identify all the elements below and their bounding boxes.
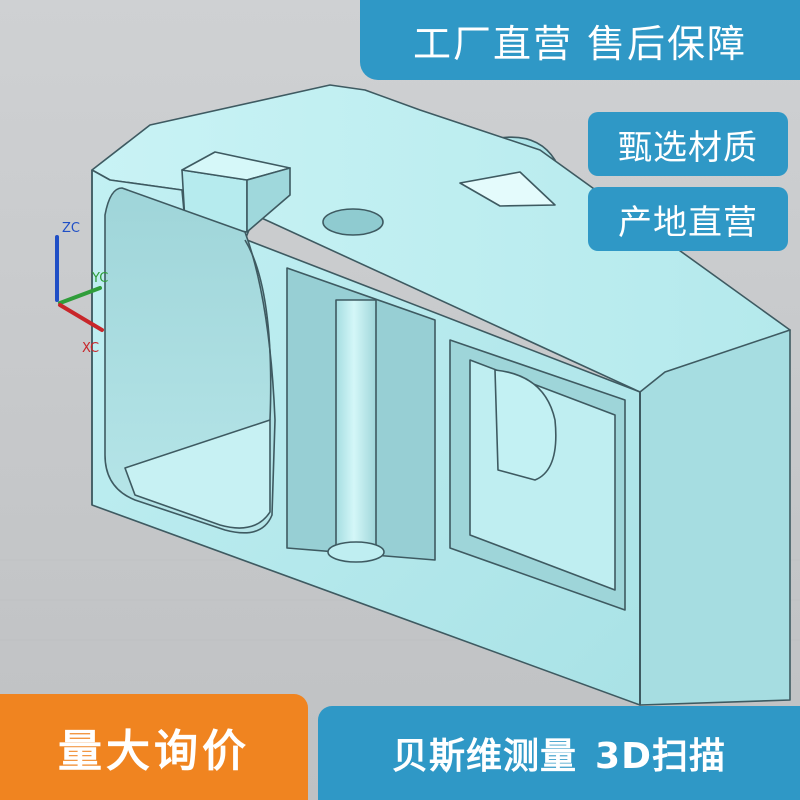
- left-pocket-floor: [124, 419, 271, 529]
- service-banner: 贝斯维测量 3D扫描: [318, 706, 800, 800]
- z-axis-label: ZC: [62, 221, 80, 236]
- cylinder-base: [327, 541, 385, 563]
- window-boss: [494, 369, 557, 481]
- right-face: [639, 329, 791, 706]
- factory-direct-banner: 工厂直营 售后保障: [360, 0, 800, 80]
- left-pocket-arc: [244, 239, 272, 421]
- selected-material-text: 甄选材质: [618, 127, 758, 168]
- cad-part: [91, 84, 791, 706]
- service-text-3d-scan: 3D扫描: [595, 736, 726, 777]
- top-slot: [459, 171, 556, 207]
- origin-direct-text: 产地直营: [618, 202, 758, 243]
- bulk-inquiry-text: 量大询价: [58, 726, 250, 777]
- bulk-inquiry-banner[interactable]: 量大询价: [0, 694, 308, 800]
- top-block-side: [246, 167, 291, 233]
- service-text-brand: 贝斯维测量: [392, 736, 578, 777]
- y-axis-line: [58, 286, 102, 305]
- selected-material-badge: 甄选材质: [588, 112, 788, 176]
- x-axis-line: [58, 303, 104, 332]
- factory-direct-text: 工厂直营 售后保障: [412, 21, 748, 66]
- axis-triad: [55, 235, 104, 332]
- origin-direct-badge: 产地直营: [588, 187, 788, 251]
- top-hole: [322, 208, 384, 236]
- y-axis-label: YC: [91, 271, 108, 286]
- center-cylinder: [335, 299, 377, 553]
- x-axis-label: XC: [82, 341, 99, 356]
